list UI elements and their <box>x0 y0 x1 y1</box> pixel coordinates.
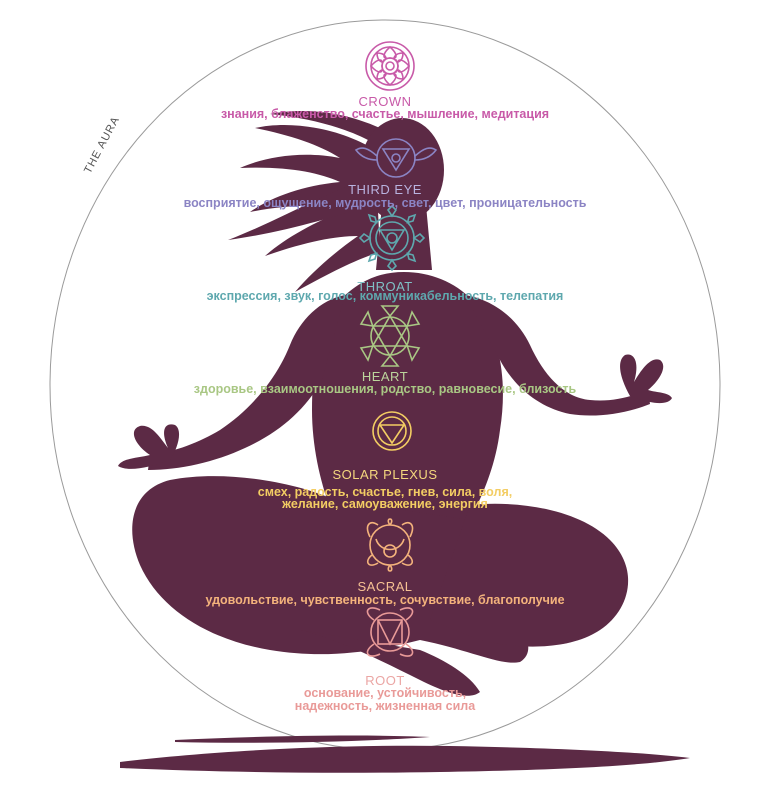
chakra-desc-root-line1: основание, устойчивость, <box>303 686 467 700</box>
chakra-name-solar-plexus: SOLAR PLEXUS <box>332 467 438 482</box>
chakra-name-heart: HEART <box>361 369 409 384</box>
chakra-desc-root-line2: надежность, жизненная сила <box>294 699 476 713</box>
sun-icon <box>372 411 412 451</box>
chakra-desc-crown: знания, блаженство, счастье, мышление, м… <box>220 107 550 121</box>
chakra-name-third-eye: THIRD EYE <box>348 182 422 197</box>
crescent-icon <box>366 518 414 572</box>
ground-shadow <box>120 735 690 773</box>
chakra-name-crown: CROWN <box>358 94 412 109</box>
chakra-desc-heart: здоровье, взаимоотношения, родство, равн… <box>193 382 577 396</box>
lotus-icon <box>365 41 415 91</box>
chakra-name-root: ROOT <box>365 673 405 688</box>
chakra-desc-third-eye: восприятие, ощущение, мудрость, свет, цв… <box>183 196 587 210</box>
chakra-desc-solar-plexus-line2: желание, самоуважение, энергия <box>282 497 488 511</box>
chakra-icons <box>354 41 438 657</box>
chakra-name-sacral: SACRAL <box>357 579 413 594</box>
chakra-desc-solar-plexus-line1: смех, радость, счастье, гнев, сила, воля… <box>257 485 513 499</box>
chakra-desc-throat: экспрессия, звук, голос, коммуникабельно… <box>206 289 564 303</box>
meditation-silhouette <box>118 110 672 696</box>
throat-icon <box>358 204 426 272</box>
eye-icon <box>354 138 438 178</box>
hexagram-icon <box>359 305 421 367</box>
chakra-desc-sacral: удовольствие, чувственность, сочувствие,… <box>205 593 565 607</box>
chakra-name-throat: THROAT <box>357 279 413 294</box>
square-lotus-icon <box>366 607 414 657</box>
